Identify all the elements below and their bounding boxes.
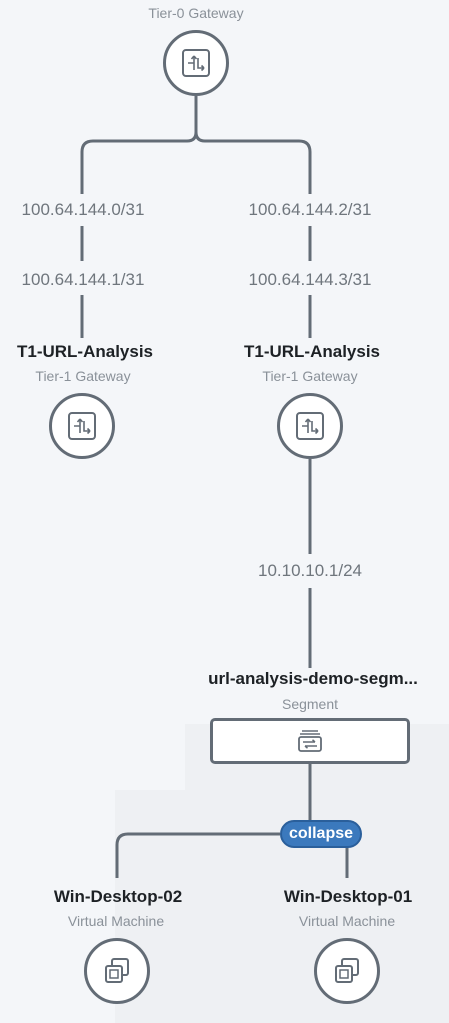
vm-left-type-label: Virtual Machine	[67, 913, 165, 929]
link-ip-right-upper: 100.64.144.2/31	[248, 200, 372, 219]
vm-right-name[interactable]: Win-Desktop-01	[283, 887, 413, 906]
tier0-type-label: Tier-0 Gateway	[148, 5, 244, 21]
segment-node[interactable]	[210, 718, 410, 764]
segment-name[interactable]: url-analysis-demo-segm...	[208, 669, 418, 688]
link-ip-right-lower: 100.64.144.3/31	[248, 270, 372, 289]
link-collapse-to-vm-left	[115, 832, 280, 878]
tier1-left-type-label: Tier-1 Gateway	[35, 368, 131, 384]
link-tier0-to-branch	[80, 96, 198, 194]
tier1-left-name[interactable]: T1-URL-Analysis	[16, 342, 154, 361]
link-branch-right	[194, 131, 312, 194]
gateway-router-icon	[68, 412, 96, 440]
link-ip-left-lower: 100.64.144.1/31	[21, 270, 145, 289]
vm-left-name[interactable]: Win-Desktop-02	[53, 887, 183, 906]
tier1-right-gateway-node[interactable]	[277, 393, 343, 459]
tier0-gateway-node[interactable]	[163, 30, 229, 96]
vm-right-type-label: Virtual Machine	[298, 913, 396, 929]
virtual-machine-icon	[335, 958, 359, 983]
segment-link-ip: 10.10.10.1/24	[258, 561, 362, 580]
collapse-button[interactable]: collapse	[280, 820, 362, 848]
vm-right-node[interactable]	[314, 938, 380, 1004]
tier1-left-gateway-node[interactable]	[49, 393, 115, 459]
segment-switch-icon	[298, 730, 322, 752]
gateway-router-icon	[182, 49, 210, 77]
gateway-router-icon	[296, 412, 324, 440]
virtual-machine-icon	[105, 958, 129, 983]
tier1-right-type-label: Tier-1 Gateway	[262, 368, 358, 384]
vm-left-node[interactable]	[84, 938, 150, 1004]
segment-type-label: Segment	[281, 696, 339, 712]
tier1-right-name[interactable]: T1-URL-Analysis	[243, 342, 381, 361]
link-ip-left-upper: 100.64.144.0/31	[21, 200, 145, 219]
